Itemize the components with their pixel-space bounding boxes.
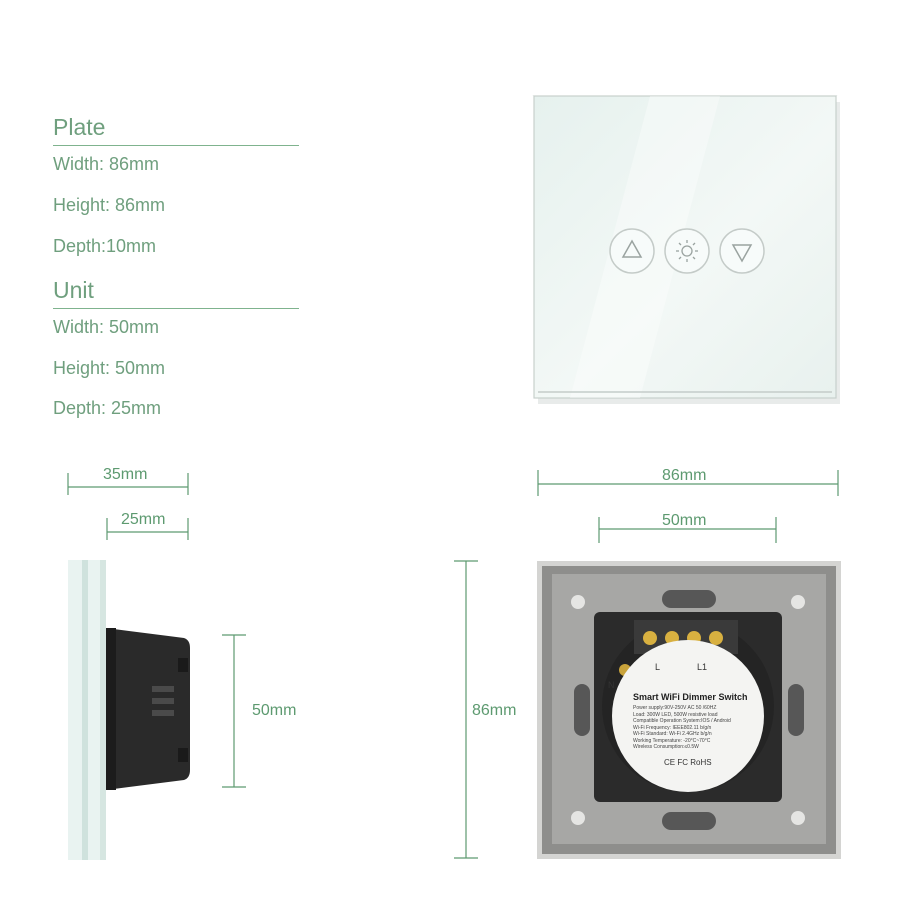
spec-line: Power supply:90V-250V AC 50 /60HZ xyxy=(633,705,717,711)
plate-depth: Depth:10mm xyxy=(53,236,157,256)
terminal-n-label: N xyxy=(608,680,615,690)
sun-icon xyxy=(664,228,710,274)
side-total-depth-label: 35mm xyxy=(103,466,148,483)
spec-line: Wireless Consumption:≤0.5W xyxy=(633,744,699,750)
back-unit-width-label: 50mm xyxy=(662,512,707,529)
plate-divider xyxy=(53,145,299,146)
unit-depth: Depth: 25mm xyxy=(53,398,162,418)
down-arrow-icon xyxy=(719,228,765,274)
front-panel-image xyxy=(532,95,840,404)
up-arrow-icon xyxy=(609,228,655,274)
plate-heading: Plate xyxy=(53,114,106,140)
unit-height: Height: 50mm xyxy=(53,358,166,378)
spec-line: Wi-Fi Frequency: IEEE802.11 b/g/n xyxy=(633,724,712,731)
back-plate-height-label: 86mm xyxy=(472,702,517,719)
back-label-specs: Power supply:90V-250V AC 50 /60HZ Load: … xyxy=(633,705,783,751)
side-unit-height-label: 50mm xyxy=(252,702,297,719)
unit-width: Width: 50mm xyxy=(53,317,160,337)
spec-line: Compatible Operation System:IOS / Androi… xyxy=(633,718,731,724)
unit-heading: Unit xyxy=(53,277,94,303)
back-plate-width-label: 86mm xyxy=(662,467,707,484)
back-label-title: Smart WiFi Dimmer Switch xyxy=(633,692,748,702)
terminal-l1-label: L1 xyxy=(697,662,708,672)
unit-divider xyxy=(53,308,299,309)
spec-line: Wi-Fi Standard: Wi-Fi 2.4GHz b/g/n xyxy=(633,731,712,737)
back-view-image xyxy=(537,561,841,859)
spec-line: Working Temperature: -20°C~70°C xyxy=(633,737,711,744)
plate-width: Width: 86mm xyxy=(53,154,160,174)
side-unit-depth-label: 25mm xyxy=(121,511,166,528)
side-view-image xyxy=(68,560,190,860)
spec-line: Load: 300W LED, 500W resistive load xyxy=(633,711,718,718)
certification-marks: CE FC RoHS xyxy=(664,758,712,767)
terminal-l-label: L xyxy=(655,662,661,672)
plate-height: Height: 86mm xyxy=(53,195,166,215)
